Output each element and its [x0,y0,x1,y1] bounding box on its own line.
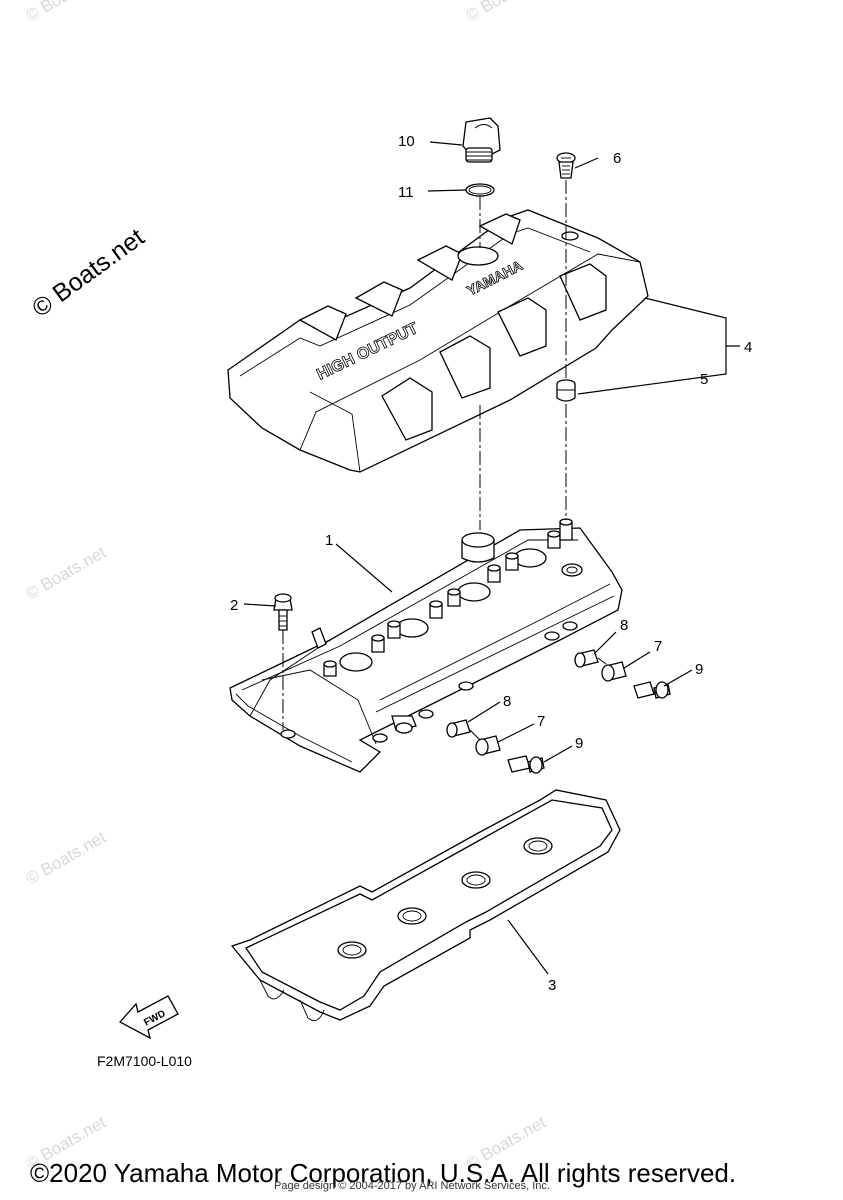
watermark-main: © Boats.net [27,223,149,323]
hardware-upper [574,649,671,699]
callout-3: 3 [548,977,556,994]
callout-numbers: 10 11 6 4 5 1 2 8 7 9 8 7 9 3 [230,133,752,994]
callout-9b: 9 [575,735,583,752]
callout-7b: 7 [537,713,545,730]
collar [556,379,576,402]
leader-lines [243,141,740,975]
callout-2: 2 [230,597,238,614]
hardware-lower [446,719,545,774]
watermark-faint: © Boats.net [23,542,110,603]
head-cover-gasket [230,789,621,1022]
callout-10: 10 [398,133,415,150]
callout-7a: 7 [654,638,662,655]
callout-8b: 8 [503,693,511,710]
fwd-arrow-icon: FWD [118,995,179,1040]
engine-cover: YAMAHA HIGH OUTPUT [227,209,649,473]
page-design-credit: Page design © 2004-2017 by ARI Network S… [274,1180,550,1192]
cover-screw [556,152,576,179]
watermark-faint: © Boats.net [463,0,550,25]
callout-8a: 8 [620,617,628,634]
callout-11: 11 [398,184,414,201]
callout-4: 4 [744,339,752,356]
part-code: F2M7100-L010 [97,1053,192,1069]
callout-9a: 9 [695,661,703,678]
copyright-text: ©2020 Yamaha Motor Corporation, U.S.A. A… [30,1158,737,1188]
callout-1: 1 [325,532,333,549]
watermark-faint: © Boats.net [23,827,110,888]
head-cover-bolt [273,593,293,631]
watermark-faint: © Boats.net [23,0,110,25]
callout-5: 5 [700,371,708,388]
cylinder-head-cover [229,518,623,773]
oil-filler-cap [462,117,501,163]
callout-6: 6 [613,150,621,167]
